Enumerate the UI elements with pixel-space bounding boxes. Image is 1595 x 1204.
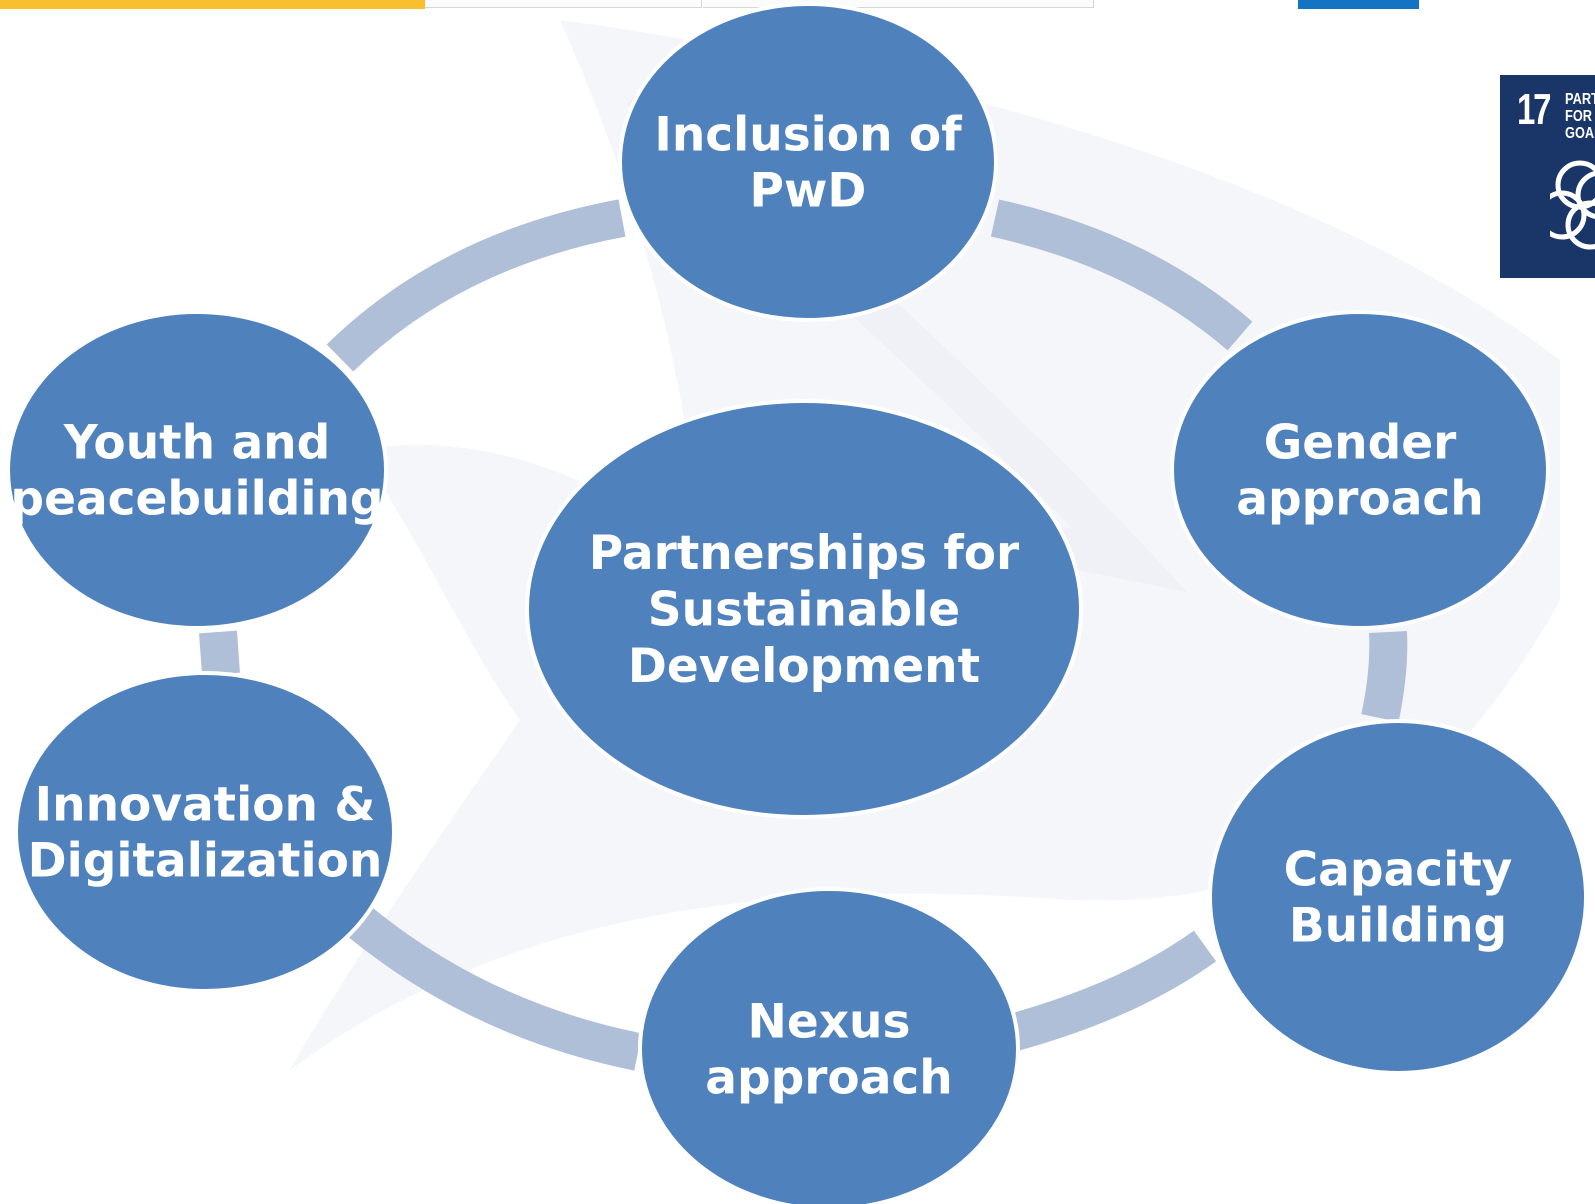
center-partnerships-ellipse <box>525 399 1083 819</box>
cycle-connectors <box>199 199 1408 1071</box>
top-strip-yellow <box>0 0 425 9</box>
node-gender-ellipse <box>1170 310 1550 630</box>
node-capacity-label-line: Building <box>1289 899 1507 954</box>
connector-arc <box>199 630 240 676</box>
top-strip-blue <box>1298 0 1419 9</box>
node-gender-label-line: Gender <box>1264 415 1457 470</box>
node-nexus-label-line: Nexus <box>748 994 911 1049</box>
node-youth-ellipse <box>6 310 388 630</box>
node-innovation-label-line: Digitalization <box>28 834 383 889</box>
sdg-number: 17 <box>1517 85 1551 134</box>
center-partnerships-label-line: Development <box>628 639 980 694</box>
node-gender-label-line: approach <box>1236 472 1484 527</box>
center-partnerships-label-line: Sustainable <box>648 582 960 637</box>
sdg-title: PARTNERSHIPS FOR THE GOALS <box>1565 91 1595 142</box>
node-innovation-ellipse <box>14 671 396 993</box>
top-strip-segment <box>703 0 1094 8</box>
node-youth-label-line: peacebuilding <box>10 472 383 527</box>
connector-arc <box>990 199 1253 351</box>
connector-arc <box>1361 631 1408 722</box>
node-inclusion-label-line: Inclusion of <box>654 107 962 162</box>
node-capacity-label-line: Capacity <box>1284 842 1513 897</box>
center-partnerships-label-line: Partnerships for <box>589 526 1020 581</box>
connector-arc <box>326 199 626 372</box>
node-nexus-ellipse <box>638 887 1020 1204</box>
node-inclusion-ellipse <box>618 2 998 322</box>
interlocking-rings-icon <box>1550 160 1595 250</box>
node-youth-label-line: Youth and <box>63 415 331 470</box>
connector-arc <box>1009 930 1217 1051</box>
connector-arc <box>347 907 642 1071</box>
sdg-17-badge: 17 PARTNERSHIPS FOR THE GOALS <box>1500 75 1595 278</box>
node-capacity-ellipse <box>1208 719 1588 1075</box>
cycle-nodes: Inclusion ofPwDGenderapproachCapacityBui… <box>6 2 1588 1204</box>
node-nexus-label-line: approach <box>705 1051 953 1106</box>
node-innovation-label-line: Innovation & <box>35 777 376 832</box>
node-innovation: Innovation &Digitalization <box>14 671 396 993</box>
top-strip-segment <box>425 0 702 8</box>
node-inclusion-label-line: PwD <box>750 164 867 219</box>
